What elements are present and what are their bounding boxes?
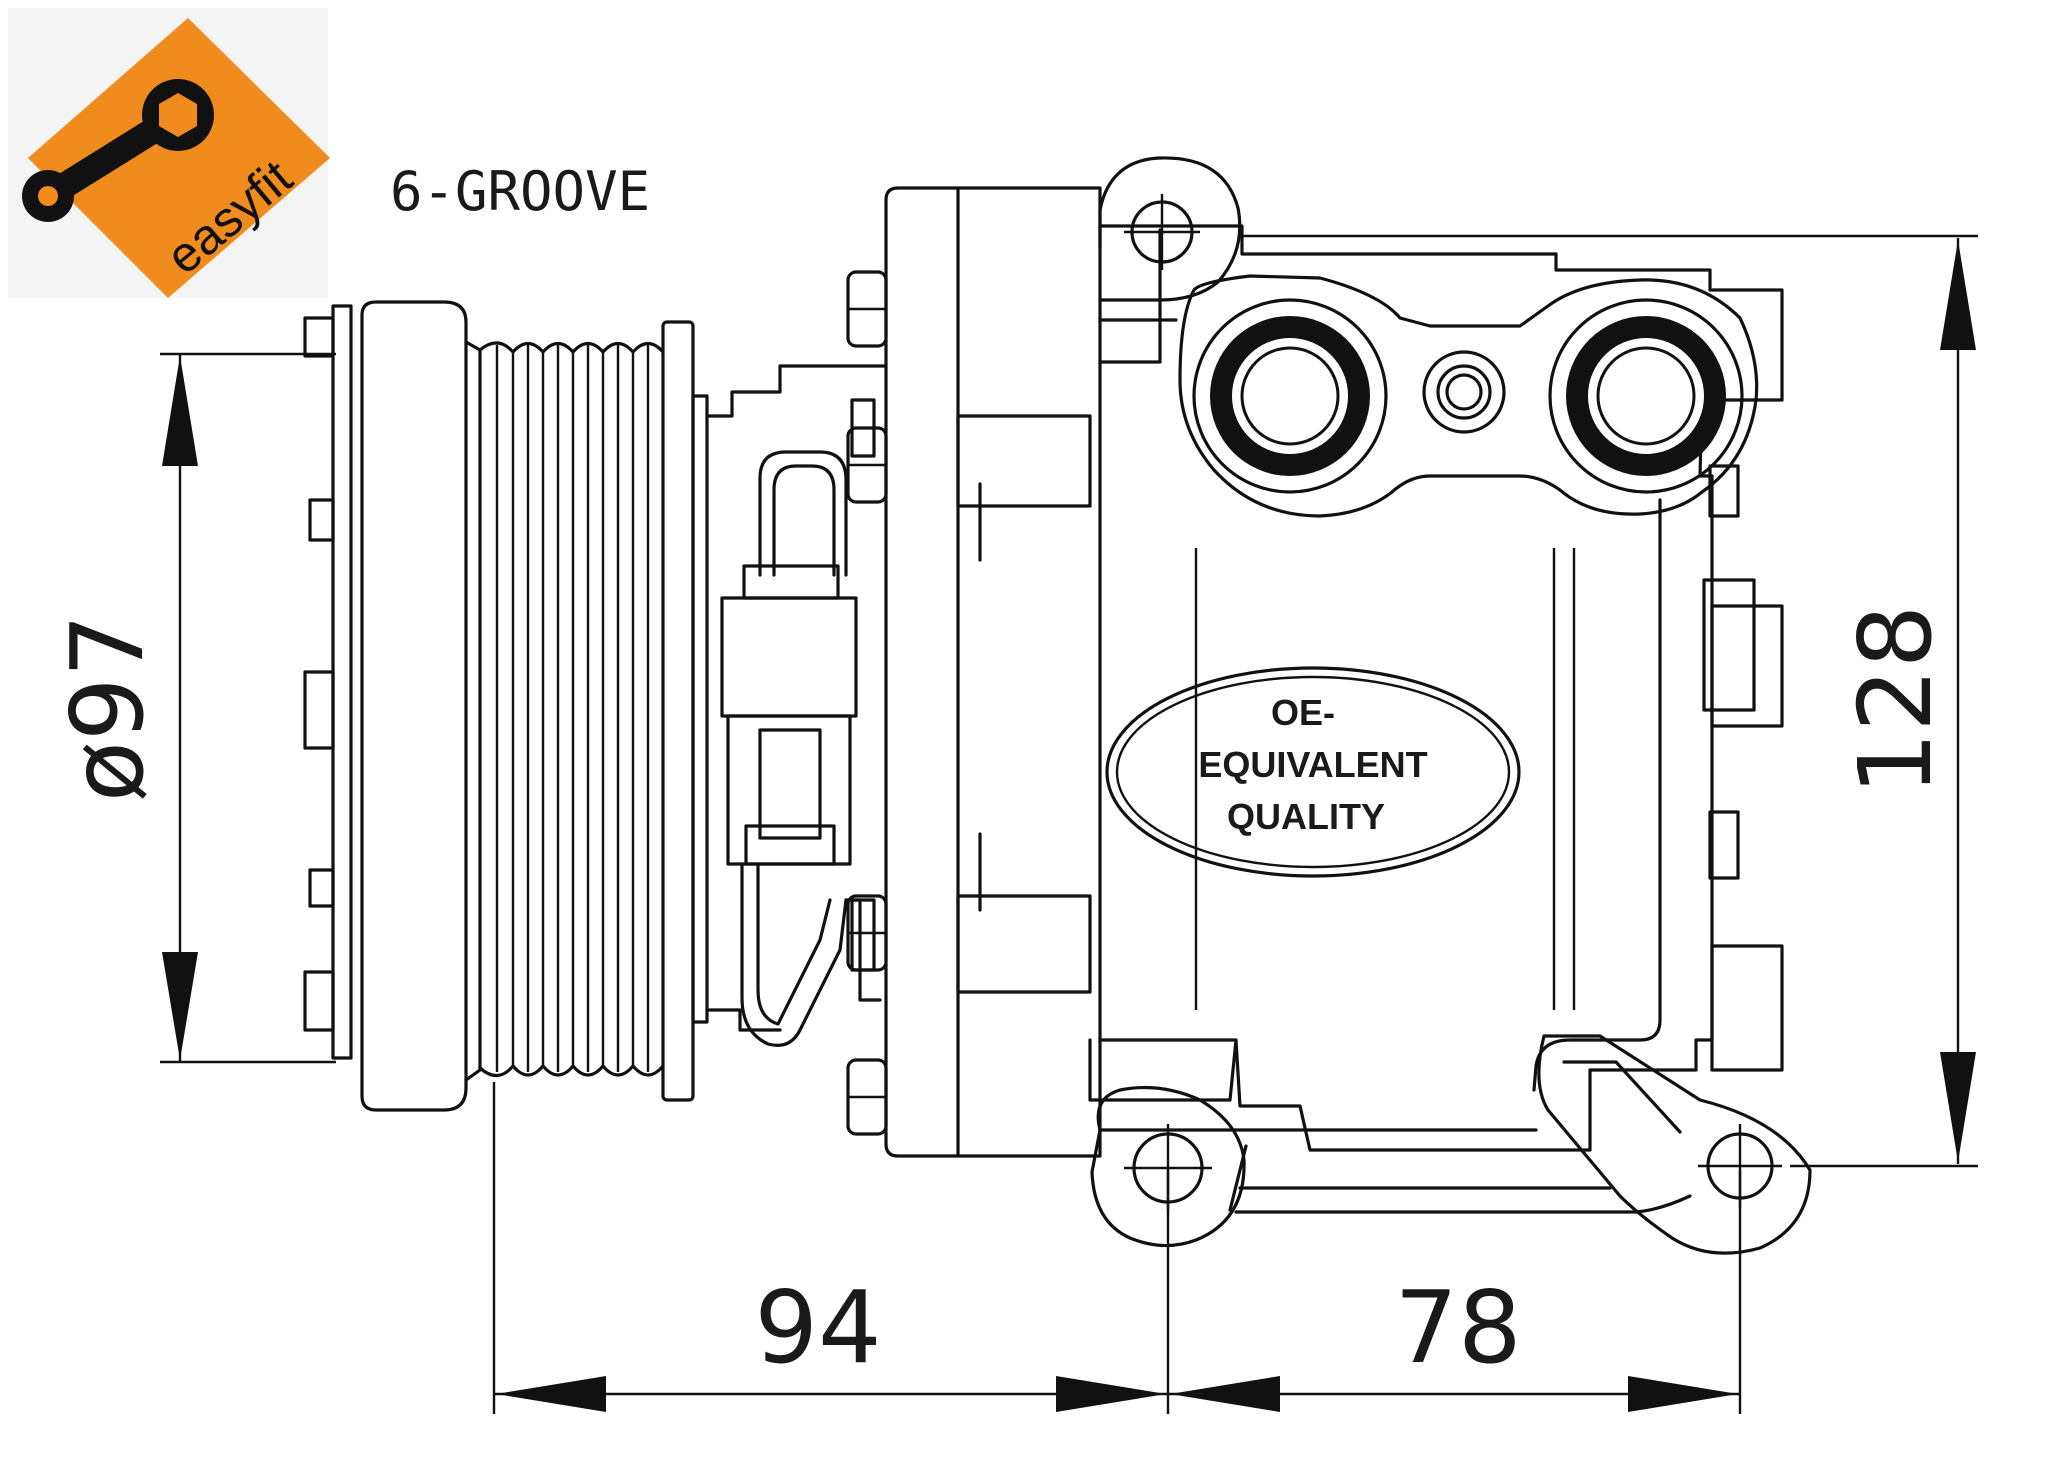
groove-label: 6-GROOVE [390, 160, 650, 223]
quality-badge: OE- EQUIVALENT QUALITY [1105, 666, 1521, 878]
dimension-height-value: 128 [1837, 605, 1954, 796]
badge-line3: QUALITY [1227, 796, 1385, 837]
badge-line2: EQUIVALENT [1198, 744, 1427, 785]
electrical-connector [705, 364, 888, 1047]
badge-line1: OE- [1271, 692, 1335, 733]
suction-port [1192, 298, 1388, 494]
dimension-height: 128 [1240, 234, 1978, 1168]
compressor-body [846, 156, 1812, 1255]
logo-diamond [28, 18, 330, 298]
dimension-diameter: ø97 [49, 352, 336, 1064]
pulley-grooves [478, 341, 665, 1078]
dimension-94-value: 94 [754, 1269, 881, 1386]
service-valve [1422, 350, 1506, 434]
easyfit-logo: easyfit [8, 8, 330, 298]
top-mount-ear [1098, 156, 1242, 302]
wrench-icon [22, 79, 214, 222]
dimension-horizontal: 94 78 [492, 1082, 1742, 1414]
pulley [303, 300, 709, 1112]
dimension-78-value: 78 [1394, 1269, 1521, 1386]
discharge-port [1548, 298, 1744, 494]
dimension-diameter-value: ø97 [49, 614, 166, 802]
